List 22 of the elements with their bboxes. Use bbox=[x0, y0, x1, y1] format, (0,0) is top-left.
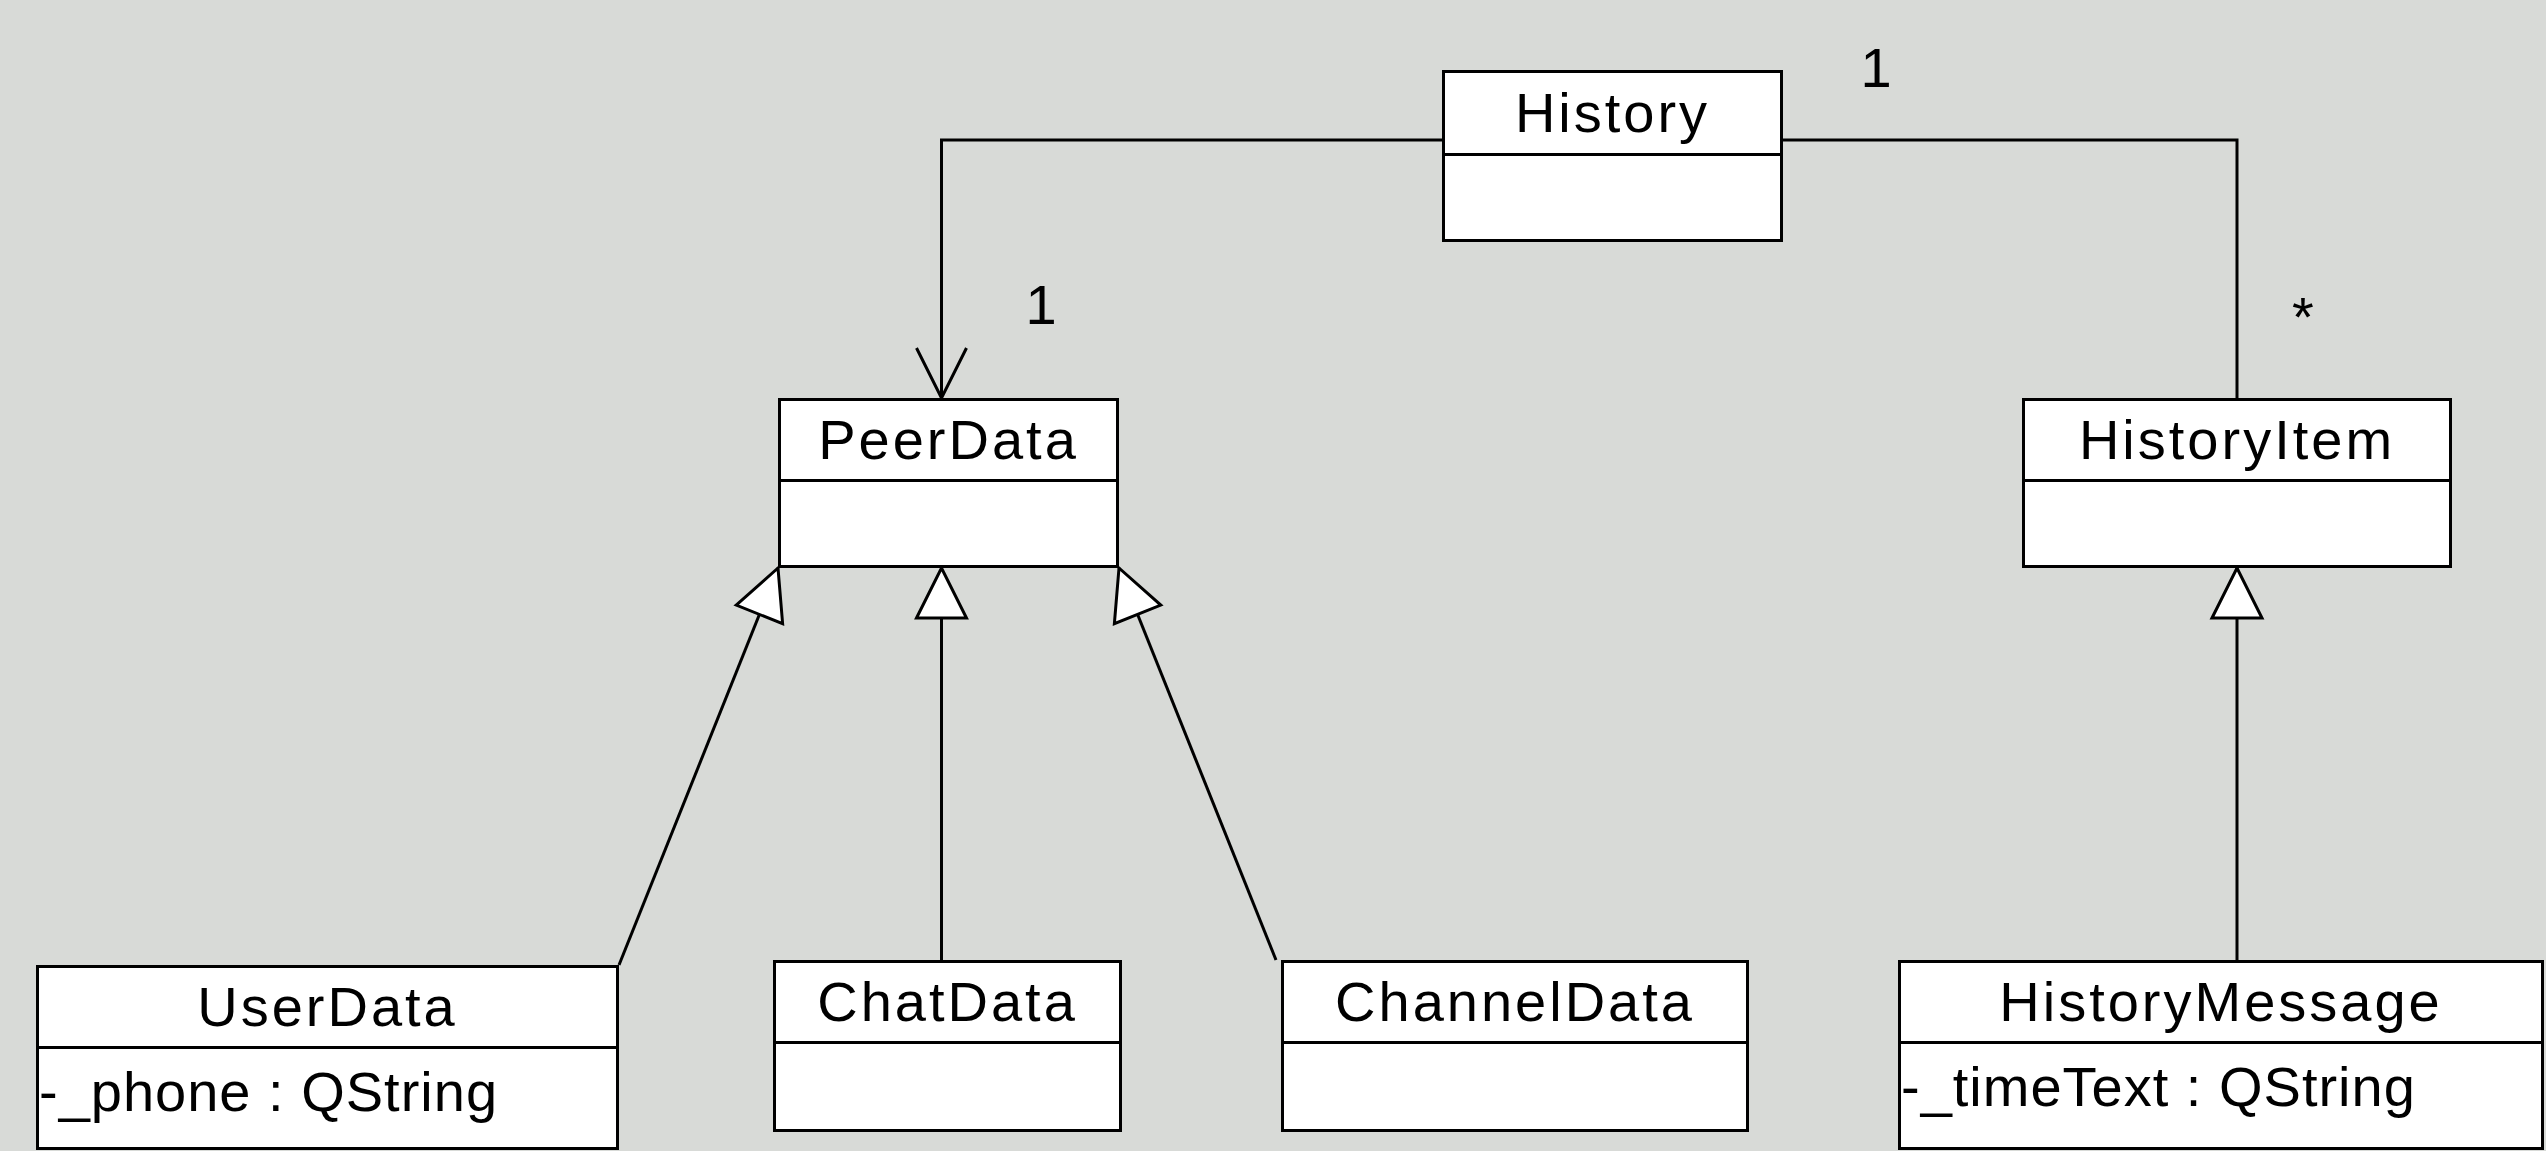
class-box bbox=[1898, 960, 2544, 1150]
class-box bbox=[2022, 398, 2452, 568]
class-box bbox=[778, 398, 1119, 568]
attribute-text: -_timeText : QString bbox=[1901, 1054, 2417, 1120]
association-line bbox=[1783, 138, 2239, 398]
generalization-arrow bbox=[2210, 566, 2264, 960]
multiplicity-label: 1 bbox=[1025, 277, 1057, 333]
attribute-text: -_phone : QString bbox=[39, 1059, 500, 1125]
class-box bbox=[1281, 960, 1749, 1132]
multiplicity-label: 1 bbox=[1860, 40, 1892, 96]
class-name: ChannelData bbox=[1335, 974, 1695, 1030]
multiplicity-label: * bbox=[2292, 289, 2314, 345]
class-name: PeerData bbox=[818, 412, 1079, 468]
class-name: ChatData bbox=[817, 974, 1078, 1030]
generalization-arrow bbox=[915, 566, 968, 960]
class-box bbox=[36, 965, 619, 1150]
class-box bbox=[1442, 70, 1783, 242]
class-box bbox=[773, 960, 1122, 1132]
generalization-arrow bbox=[617, 566, 785, 966]
class-name: UserData bbox=[197, 979, 458, 1035]
association-arrow bbox=[915, 138, 1442, 400]
generalization-arrow bbox=[1112, 566, 1278, 961]
